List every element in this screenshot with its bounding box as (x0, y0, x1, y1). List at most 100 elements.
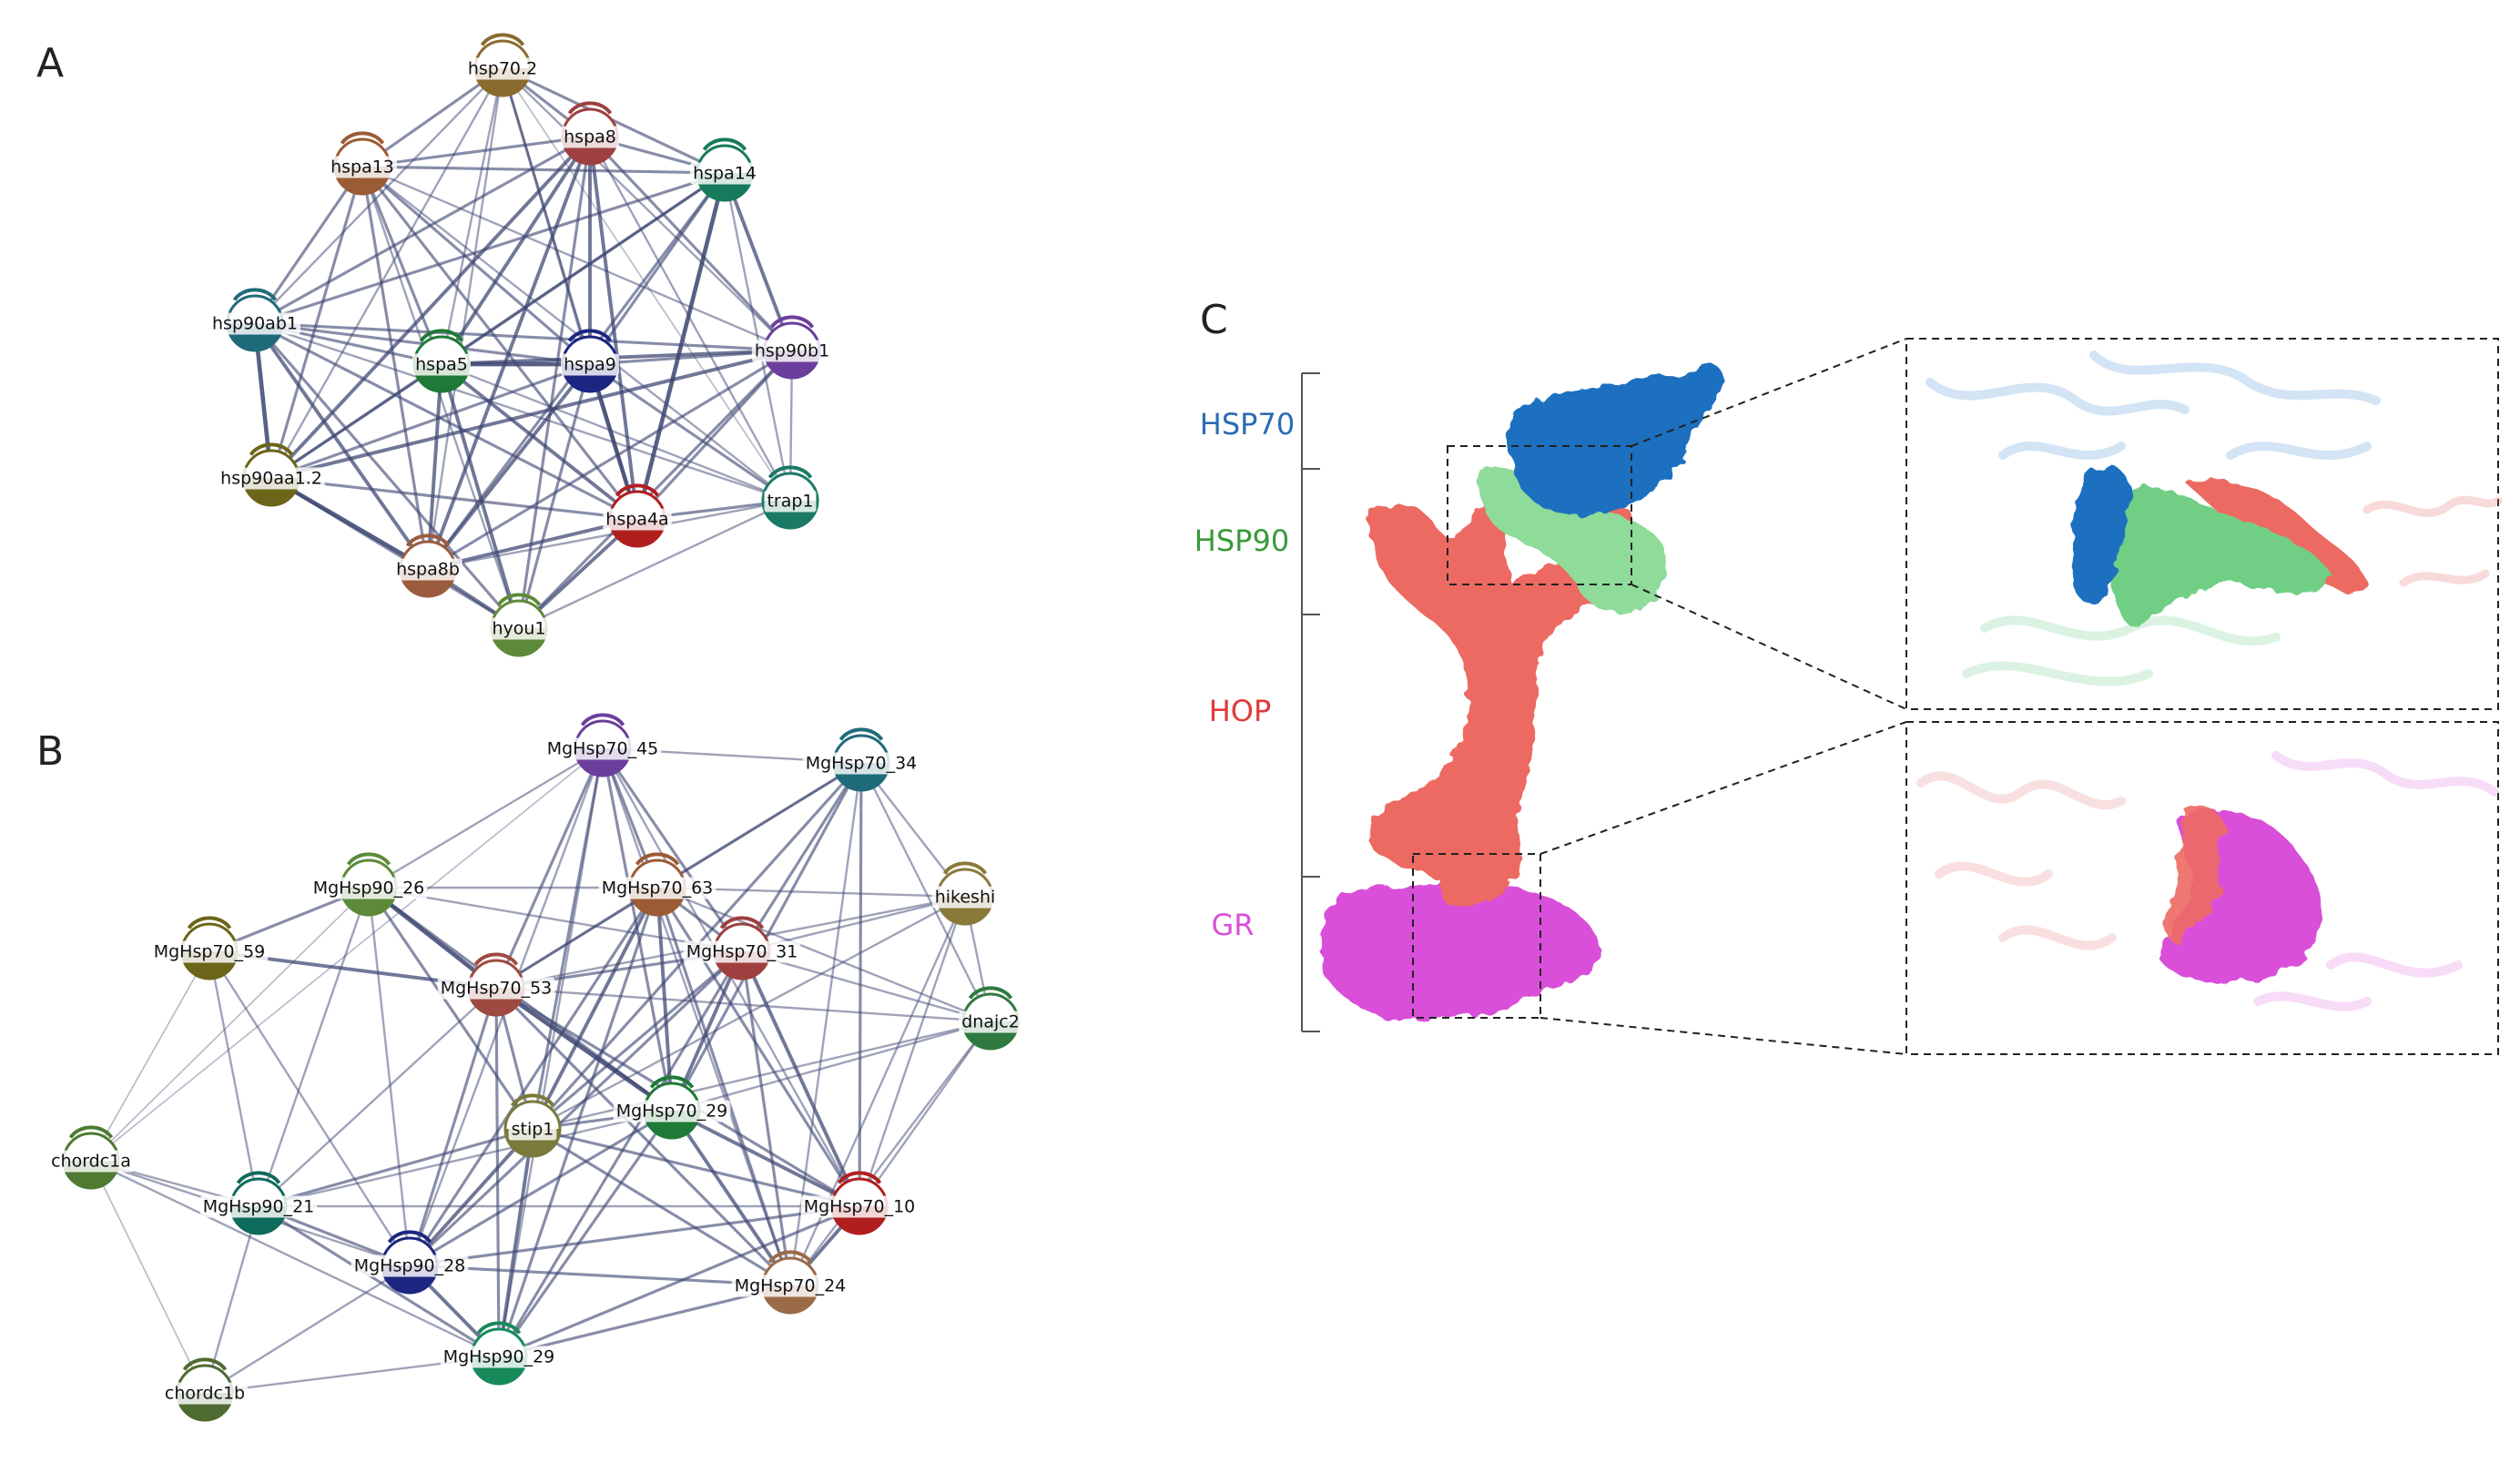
label-hsp70: HSP70 (1200, 407, 1295, 442)
b-node-mghsp70-29[interactable]: MgHsp70_29 (613, 1075, 731, 1140)
a-node-label: hspa9 (564, 355, 616, 375)
a-node-loop (769, 315, 815, 329)
b-node-chordc1a[interactable]: chordc1a (48, 1125, 134, 1190)
b-node-label-bg (199, 1195, 318, 1218)
b-node-label-bg (437, 977, 555, 1000)
b-node-label-bg (800, 1195, 919, 1218)
a-node-loop (340, 131, 385, 145)
a-node-hsp70-2[interactable]: hsp70.2 (464, 33, 541, 97)
b-edge-mghsp70-63-mghsp90-28 (408, 886, 659, 1267)
b-node-loop (236, 1171, 281, 1184)
a-edge-hspa8-hspa4a (588, 135, 639, 521)
hsp90-surface (1478, 465, 1667, 613)
b-edge-hikeshi-mghsp70-24 (788, 895, 967, 1287)
b-node-label-bg (544, 737, 662, 760)
a-edge-hspa9-trap1 (588, 362, 792, 503)
a-node-label-bg (412, 353, 471, 376)
a-node-label-bg (751, 340, 833, 362)
a-edge-hsp90aa1-2-hspa4a (269, 476, 639, 521)
b-node-label-bg (683, 940, 801, 963)
a-edge-hspa8-trap1 (588, 135, 792, 503)
b-node-hikeshi[interactable]: hikeshi (931, 861, 999, 926)
b-node-mghsp70-53[interactable]: MgHsp70_53 (437, 952, 555, 1017)
a-edge-hspa8-hsp90ab1 (253, 135, 592, 325)
b-edge-mghsp70-29-mghsp70-24 (670, 1109, 792, 1287)
b-node-label: hikeshi (935, 888, 996, 908)
b-node-mghsp90-28[interactable]: MgHsp90_28 (351, 1230, 469, 1295)
a-edge-hsp90ab1-trap1 (253, 321, 792, 503)
a-node-label: trap1 (767, 492, 813, 512)
a-edge-hsp90ab1-hspa8b (253, 321, 430, 571)
b-node-loop (635, 852, 680, 866)
b-node-dnajc2[interactable]: dnajc2 (959, 986, 1022, 1051)
b-node-mghsp70-45[interactable]: MgHsp70_45 (544, 713, 662, 777)
a-node-hsp90aa1-2[interactable]: hsp90aa1.2 (218, 442, 325, 507)
a-edge-hspa9-hsp90aa1-2 (269, 362, 592, 480)
a-node-hspa4a[interactable]: hspa4a (603, 483, 672, 548)
b-node-label: MgHsp70_29 (616, 1102, 728, 1122)
b-node-mghsp70-31[interactable]: MgHsp70_31 (683, 916, 801, 980)
b-edge-mghsp70-45-mghsp90-26 (367, 747, 605, 889)
b-node-mghsp70-59[interactable]: MgHsp70_59 (150, 916, 269, 980)
b-edge-mghsp70-53-mghsp90-21 (257, 986, 498, 1208)
a-node-loop (615, 483, 660, 497)
network-a-nodes: hsp70.2 hspa8 hspa13 hspa14 hsp90ab1 hspa5 hsp… (209, 33, 833, 657)
a-edge-hspa13-hspa8b (361, 165, 430, 571)
b-edge-mghsp70-34-mghsp70-31 (740, 761, 863, 953)
b-edge-mghsp70-34-mghsp70-10 (858, 761, 863, 1208)
b-node-mghsp90-26[interactable]: MgHsp90_26 (310, 852, 428, 917)
hop-surface (1366, 496, 1633, 888)
b-node-loop (838, 727, 884, 741)
b-edge-mghsp70-59-mghsp90-28 (208, 950, 412, 1267)
a-node-label-bg (218, 467, 325, 490)
a-node-label: hyou1 (492, 619, 545, 639)
a-node-hspa8b[interactable]: hspa8b (393, 533, 462, 598)
b-edge-mghsp70-31-mghsp90-29 (497, 950, 744, 1358)
b-node-mghsp70-63[interactable]: MgHsp70_63 (598, 852, 716, 917)
b-node-label: MgHsp70_24 (735, 1276, 847, 1296)
detail-top-render (1926, 350, 2503, 686)
b-edge-chordc1a-chordc1b (90, 1160, 206, 1394)
b-edge-chordc1a-mghsp90-29 (89, 1159, 501, 1358)
b-node-mghsp70-34[interactable]: MgHsp70_34 (802, 727, 920, 792)
b-node-mghsp90-29[interactable]: MgHsp90_29 (440, 1321, 558, 1386)
b-edge-hikeshi-stip1 (531, 895, 967, 1131)
a-edge-hsp70-2-hspa8b (426, 66, 504, 571)
b-node-stip1[interactable]: stip1 (503, 1093, 562, 1158)
a-edge-hspa5-trap1 (440, 362, 792, 503)
a-node-hsp90b1[interactable]: hsp90b1 (751, 315, 833, 380)
a-edge-hspa13-hsp90b1 (361, 165, 794, 352)
b-edge-mghsp70-10-mghsp90-29 (497, 1204, 861, 1358)
b-node-loop (837, 1171, 882, 1184)
b-node-loop (510, 1093, 555, 1107)
b-node-loop (182, 1357, 228, 1371)
a-edge-hsp90ab1-hspa4a (253, 321, 639, 521)
a-node-trap1[interactable]: trap1 (761, 465, 819, 530)
b-edge-stip1-mghsp90-28 (408, 1127, 534, 1267)
a-node-hspa9[interactable]: hspa9 (561, 329, 619, 393)
a-node-label-bg (603, 508, 672, 531)
b-node-label: chordc1b (165, 1384, 245, 1404)
b-node-mghsp70-24[interactable]: MgHsp70_24 (731, 1250, 849, 1315)
panel-letter-c: C (1200, 297, 1228, 343)
b-edge-mghsp70-53-mghsp90-28 (408, 986, 498, 1267)
a-node-label-bg (489, 617, 549, 640)
a-node-hspa13[interactable]: hspa13 (328, 131, 397, 196)
a-node-hspa8[interactable]: hspa8 (561, 101, 619, 166)
a-node-hyou1[interactable]: hyou1 (489, 593, 549, 657)
b-node-chordc1b[interactable]: chordc1b (161, 1357, 249, 1422)
b-edge-mghsp90-28-mghsp70-24 (408, 1264, 792, 1287)
b-node-label: MgHsp90_28 (354, 1256, 466, 1276)
panel-letter-b: B (36, 728, 64, 775)
a-node-hsp90ab1[interactable]: hsp90ab1 (209, 288, 300, 352)
a-node-loop (567, 101, 613, 115)
zoom-box-bottom-small (1412, 853, 1541, 1019)
zoom-connectors (1539, 338, 1907, 1055)
a-node-label: hsp90ab1 (212, 314, 298, 334)
a-node-hspa14[interactable]: hspa14 (690, 137, 759, 202)
b-node-mghsp90-21[interactable]: MgHsp90_21 (199, 1171, 318, 1235)
a-node-hspa5[interactable]: hspa5 (412, 329, 471, 393)
b-edge-mghsp70-59-chordc1a (90, 950, 210, 1162)
b-node-mghsp70-10[interactable]: MgHsp70_10 (800, 1171, 919, 1235)
a-edge-hsp90b1-hsp90aa1-2 (269, 349, 794, 480)
